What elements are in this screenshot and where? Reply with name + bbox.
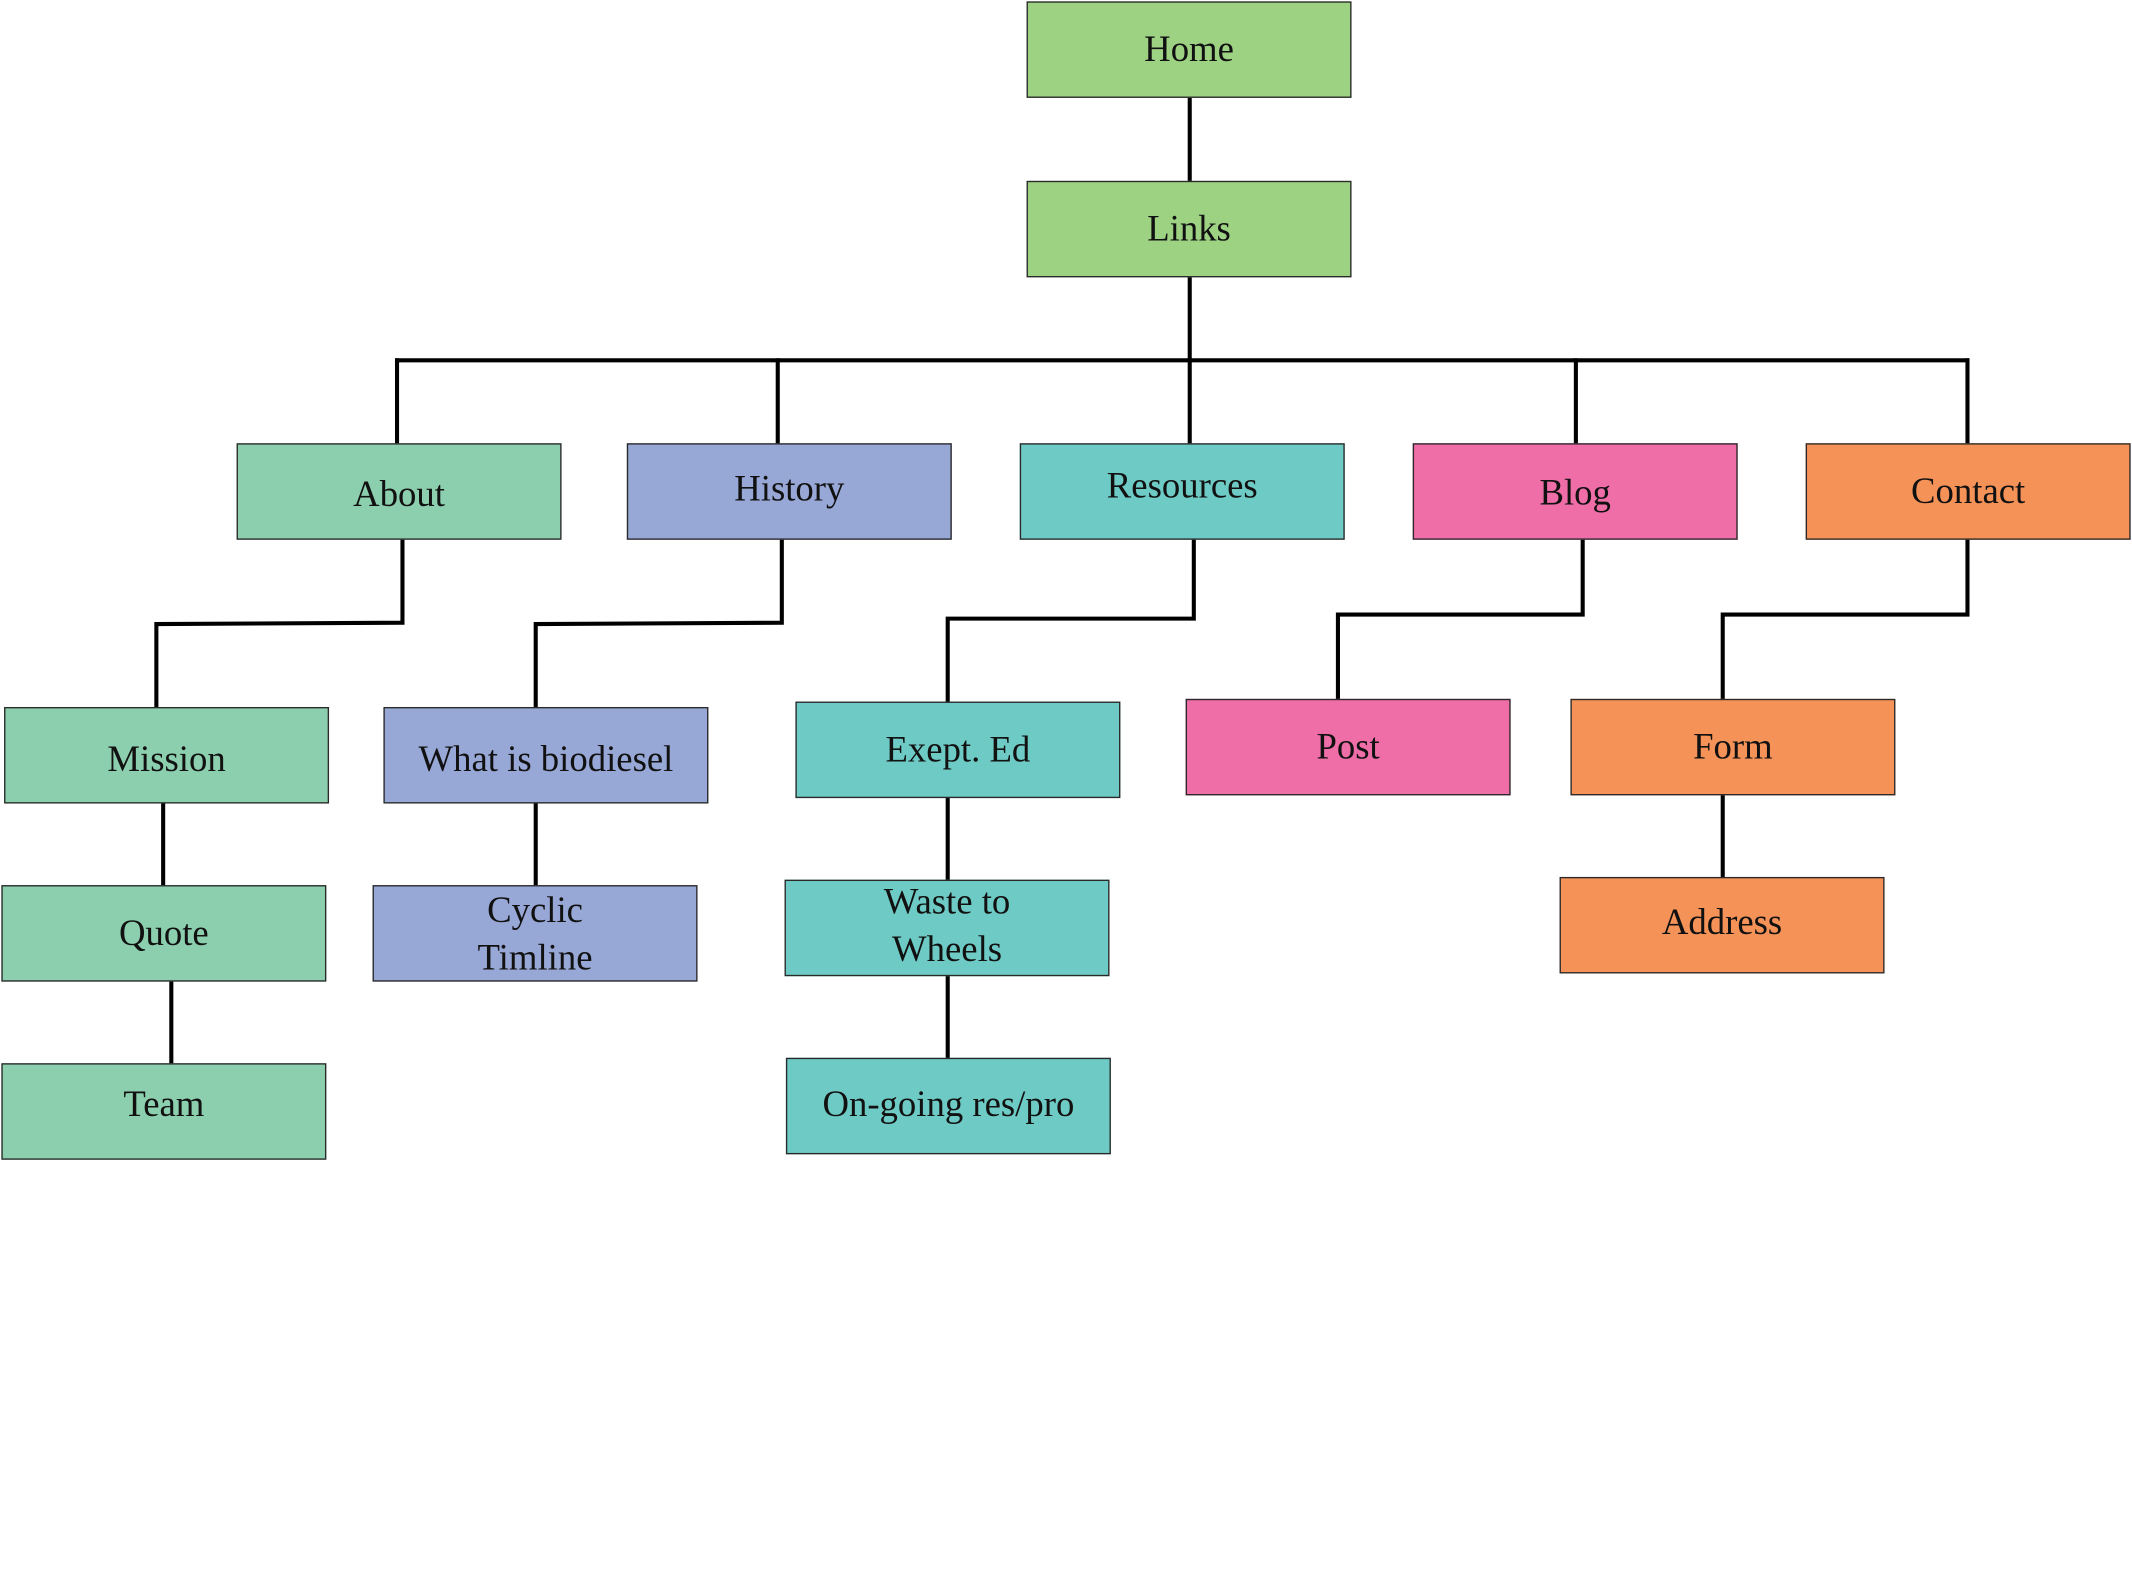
connector-resources-exept — [945, 537, 1196, 704]
node-exept-ed: Exept. Ed — [795, 701, 1121, 799]
connector-blog-post — [1335, 537, 1585, 701]
connector-lines — [154, 95, 1970, 1066]
node-links: Links — [1026, 180, 1352, 278]
node-quote: Quote — [1, 885, 327, 982]
node-resources: Resources — [1019, 443, 1345, 540]
connector-history-biodiesel — [533, 537, 784, 710]
node-about: About — [236, 443, 562, 540]
connector-contact-form — [1720, 537, 1970, 701]
node-what-is-biodiesel: What is biodiesel — [383, 706, 709, 804]
node-team: Team — [1, 1063, 327, 1160]
node-form: Form — [1570, 698, 1896, 796]
node-waste-to-wheels: Waste to Wheels — [784, 879, 1110, 977]
node-contact: Contact — [1805, 443, 2131, 540]
node-home: Home — [1026, 1, 1352, 98]
node-blog: Blog — [1412, 443, 1738, 540]
node-address: Address — [1559, 876, 1885, 974]
connector-about-mission — [154, 537, 405, 710]
node-ongoing-res-pro: On-going res/pro — [785, 1057, 1111, 1155]
node-post: Post — [1185, 698, 1511, 796]
node-mission: Mission — [4, 706, 330, 804]
node-cyclic-timeline: Cyclic Timline — [372, 885, 698, 982]
node-history: History — [626, 443, 952, 540]
